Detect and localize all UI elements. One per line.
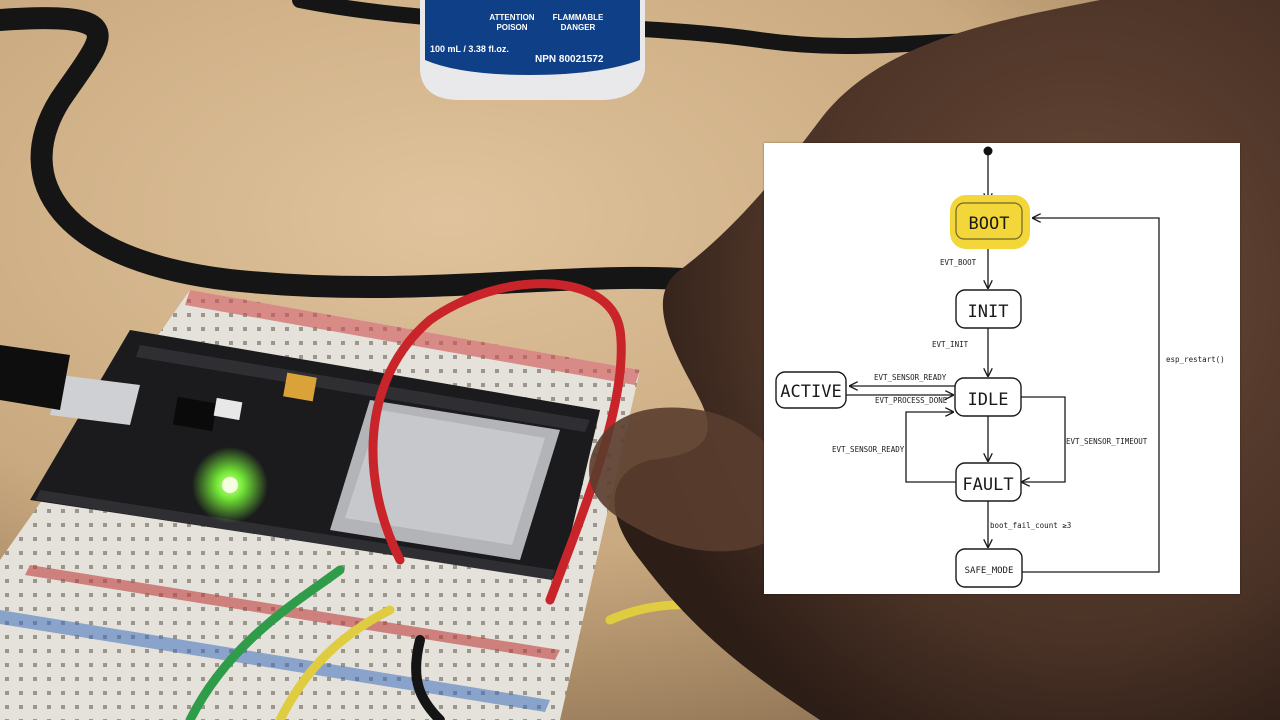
bottle-warning-right: FLAMMABLE xyxy=(553,13,604,22)
state-diagram-overlay: BOOT EVT_BOOT INIT EVT_INIT IDLE ACTIVE … xyxy=(764,143,1240,594)
esp32-board xyxy=(0,330,600,580)
initial-state-dot xyxy=(983,146,993,156)
state-safe-mode-label: SAFE_MODE xyxy=(965,566,1014,576)
state-diagram: BOOT EVT_BOOT INIT EVT_INIT IDLE ACTIVE … xyxy=(775,146,1225,588)
edge-label-evt-process-done: EVT_PROCESS_DONE xyxy=(875,396,948,405)
edge-label-evt-sensor-ready-active: EVT_SENSOR_READY xyxy=(874,373,947,382)
edge-label-evt-init: EVT_INIT xyxy=(932,340,969,349)
yellow-jumper-wire xyxy=(275,605,395,720)
edge-label-evt-sensor-timeout: EVT_SENSOR_TIMEOUT xyxy=(1066,437,1148,446)
state-idle-label: IDLE xyxy=(968,390,1009,410)
bottle-npn: NPN 80021572 xyxy=(535,54,604,65)
state-init-label: INIT xyxy=(968,302,1009,322)
edge-label-esp-restart: esp_restart() xyxy=(1166,355,1225,364)
green-jumper-wire xyxy=(185,565,345,720)
state-boot xyxy=(955,202,1023,240)
bottle-volume: 100 mL / 3.38 fl.oz. xyxy=(430,44,509,54)
alcohol-bottle: ATTENTION POISON FLAMMABLE DANGER 100 mL… xyxy=(420,0,645,100)
edge-label-evt-boot: EVT_BOOT xyxy=(940,258,977,267)
state-active-label: ACTIVE xyxy=(780,382,841,402)
state-boot-label: BOOT xyxy=(969,214,1010,234)
bottle-warning-left: ATTENTION xyxy=(489,13,534,22)
state-fault-label: FAULT xyxy=(962,475,1013,495)
edge-label-boot-fail-count: boot_fail_count ≥3 xyxy=(990,521,1071,530)
bottle-warning-left-2: POISON xyxy=(496,23,527,32)
state-safe-mode xyxy=(955,548,1023,588)
bottle-warning-right-2: DANGER xyxy=(561,23,596,32)
state-active xyxy=(775,371,847,409)
edge-label-evt-sensor-ready-fault: EVT_SENSOR_READY xyxy=(832,445,905,454)
boot-highlight xyxy=(950,195,1030,249)
